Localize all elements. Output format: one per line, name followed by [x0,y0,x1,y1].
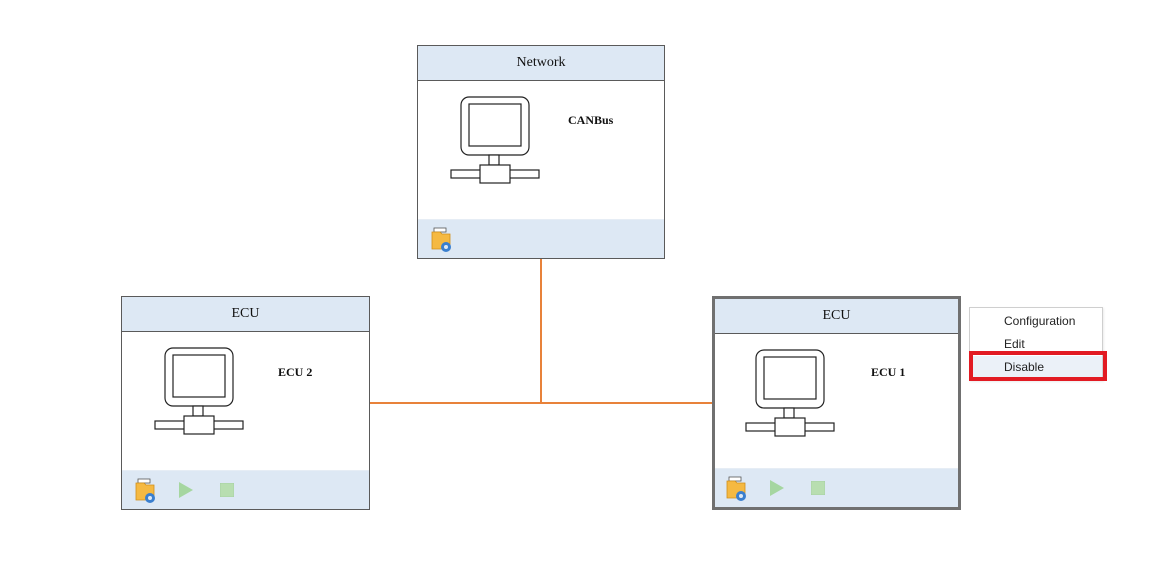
menu-item-configuration[interactable]: Configuration [1004,314,1076,328]
stop-icon[interactable] [811,481,825,495]
folder-gear-icon[interactable] [430,227,454,253]
node-toolbar [418,219,664,258]
node-body: ECU 1 [715,334,958,472]
network-node[interactable]: Network CANBus [417,45,665,259]
ecu1-node[interactable]: ECU ECU 1 [712,296,961,510]
menu-highlight-box [969,351,1107,381]
menu-item-edit[interactable]: Edit [1004,337,1025,351]
node-body: ECU 2 [122,332,369,470]
folder-gear-icon[interactable] [134,478,158,504]
node-header: Network [418,46,664,81]
ecu2-node[interactable]: ECU ECU 2 [121,296,370,510]
context-menu: Configuration Edit Disable [969,307,1103,381]
play-icon[interactable] [178,481,194,499]
node-header: ECU [122,297,369,332]
node-header: ECU [715,299,958,334]
node-name: ECU 2 [278,365,313,379]
menu-item-disable[interactable]: Disable [970,356,1102,378]
node-toolbar [122,470,369,509]
node-toolbar [715,468,958,507]
play-icon[interactable] [769,479,785,497]
computer-network-icon [450,96,540,184]
computer-network-icon [154,347,244,435]
folder-gear-icon[interactable] [725,476,749,502]
stop-icon[interactable] [220,483,234,497]
computer-network-icon [745,349,835,437]
node-name: ECU 1 [871,365,906,379]
node-name: CANBus [568,113,614,127]
node-body: CANBus [418,81,664,219]
